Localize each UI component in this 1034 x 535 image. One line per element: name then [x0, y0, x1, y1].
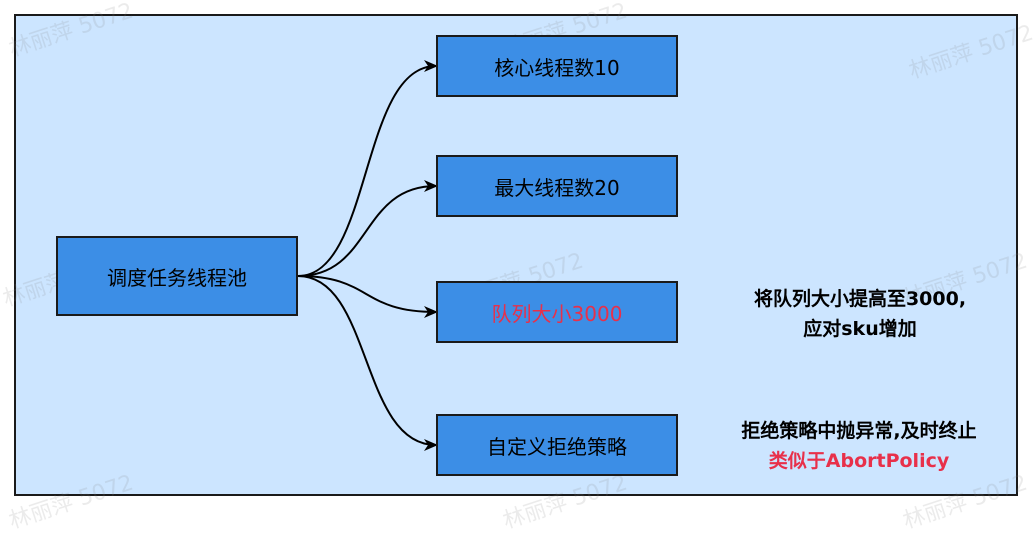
note-queue-size: 将队列大小提高至3000, 应对sku增加	[704, 284, 1016, 344]
node-reject-policy: 自定义拒绝策略	[436, 414, 678, 476]
root-node-label: 调度任务线程池	[107, 265, 247, 290]
connector-root-max-threads	[297, 180, 438, 277]
root-node-scheduler-pool: 调度任务线程池	[56, 236, 298, 316]
node-max-threads-label: 最大线程数20	[494, 175, 620, 200]
note-queue-line1: 将队列大小提高至3000,	[753, 288, 967, 310]
note-reject-line1: 拒绝策略中抛异常,及时终止	[741, 420, 977, 442]
node-core-threads: 核心线程数10	[436, 35, 678, 97]
node-core-threads-label: 核心线程数10	[494, 55, 620, 80]
connector-root-queue-size	[297, 275, 438, 318]
node-reject-policy-label: 自定义拒绝策略	[487, 434, 627, 459]
node-max-threads: 最大线程数20	[436, 155, 678, 217]
note-queue-line2: 应对sku增加	[803, 318, 917, 340]
connector-root-reject-policy	[297, 275, 438, 451]
connector-root-core-threads	[297, 60, 438, 277]
node-queue-size-label: 队列大小3000	[491, 301, 623, 326]
note-reject-line2: 类似于AbortPolicy	[768, 450, 950, 472]
connector-layer	[297, 60, 438, 451]
node-queue-size: 队列大小3000	[436, 281, 678, 343]
note-reject-policy: 拒绝策略中抛异常,及时终止 类似于AbortPolicy	[696, 416, 1022, 476]
